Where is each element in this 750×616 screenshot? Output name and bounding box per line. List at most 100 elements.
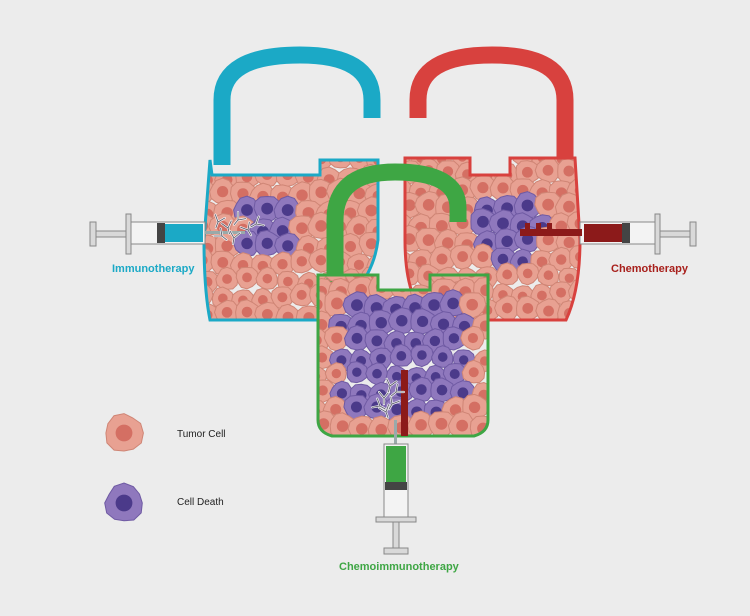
antibody-outline <box>378 391 390 405</box>
cell-nucleus <box>466 298 478 311</box>
cell-nucleus <box>477 251 489 262</box>
cell-nucleus <box>436 253 448 265</box>
cell-nucleus <box>521 199 534 212</box>
cell-nucleus <box>351 332 363 344</box>
cell-nucleus <box>373 261 378 272</box>
cell-nucleus <box>542 234 554 246</box>
chemo-key-tooth-2 <box>536 223 541 230</box>
syringe-needle <box>205 231 245 234</box>
chemotherapy-syringe <box>520 213 697 255</box>
cell-nucleus <box>351 299 363 312</box>
cell-nucleus <box>315 220 327 232</box>
cell-nucleus <box>376 353 386 364</box>
cell-nucleus <box>336 388 348 399</box>
cell-nucleus <box>575 158 580 163</box>
tumor-cell <box>328 160 353 169</box>
cell-nucleus <box>396 351 407 361</box>
chemoimmunotherapy-label: Chemoimmunotherapy <box>339 561 459 573</box>
syringe-stopper <box>157 223 165 243</box>
cell-nucleus <box>522 268 533 279</box>
syringe-plunger-cap <box>689 221 697 247</box>
cell-nucleus <box>396 314 408 327</box>
legend-cell-death-label: Cell Death <box>177 497 224 508</box>
cell-nucleus <box>296 222 308 234</box>
cell-nucleus <box>331 297 343 310</box>
cell-nucleus <box>542 164 554 176</box>
cell-nucleus <box>543 270 554 281</box>
cell-nucleus <box>435 417 448 430</box>
cell-nucleus <box>479 320 488 332</box>
cell-nucleus <box>115 424 133 442</box>
cell-nucleus <box>318 385 328 396</box>
cell-nucleus <box>457 387 469 399</box>
combo-drug-column <box>401 370 408 436</box>
cell-nucleus <box>563 165 575 177</box>
blue-shackle <box>213 46 381 165</box>
cell-nucleus <box>356 423 368 435</box>
cell-nucleus <box>429 335 441 347</box>
antibody-outline <box>240 221 252 236</box>
chemoimmunotherapy-syringe <box>375 370 417 555</box>
syringe-plunger-cap <box>89 221 97 247</box>
cell-nucleus <box>241 171 253 183</box>
cell-nucleus <box>521 166 533 178</box>
cell-nucleus <box>437 352 448 362</box>
chemotherapy-label: Chemotherapy <box>611 263 689 275</box>
cell-nucleus <box>422 234 435 246</box>
cell-nucleus <box>353 187 366 200</box>
cell-nucleus <box>353 259 365 270</box>
cell-nucleus <box>216 220 229 233</box>
legend-cell-death-icon <box>104 482 143 522</box>
cell-nucleus <box>296 256 307 267</box>
cell-nucleus <box>331 368 342 379</box>
antibody-outline <box>386 378 397 393</box>
cell-nucleus <box>501 235 513 247</box>
cell-nucleus <box>375 316 387 329</box>
cell-nucleus <box>336 420 349 432</box>
cell-nucleus <box>478 158 488 159</box>
cell-nucleus <box>417 350 427 360</box>
antibody-outline <box>388 395 400 410</box>
cell-nucleus <box>447 297 459 310</box>
antibody-outline <box>214 214 226 229</box>
red-tumor-mass <box>405 158 580 320</box>
cell-nucleus <box>241 204 253 216</box>
cell-nucleus <box>442 237 454 249</box>
cell-nucleus <box>217 186 229 198</box>
cell-nucleus <box>281 204 294 216</box>
cell-nucleus <box>330 403 342 415</box>
cell-nucleus <box>536 256 548 268</box>
cell-nucleus <box>556 254 567 265</box>
cell-nucleus <box>415 419 427 431</box>
cell-nucleus <box>543 305 554 317</box>
cell-nucleus <box>422 199 435 211</box>
antibody-outline <box>229 230 241 245</box>
tumor-cell <box>290 160 314 173</box>
syringe-flange <box>654 213 661 255</box>
cell-nucleus <box>261 202 274 215</box>
cell-nucleus <box>204 254 208 266</box>
cell-nucleus <box>563 236 575 249</box>
cell-nucleus <box>416 384 427 395</box>
cell-nucleus <box>277 160 288 168</box>
chemotherapy-lock <box>403 46 582 322</box>
cell-nucleus <box>564 273 575 283</box>
cell-nucleus <box>448 333 460 344</box>
cell-nucleus <box>204 160 207 164</box>
cell-nucleus <box>115 494 133 512</box>
cell-nucleus <box>222 274 232 284</box>
cell-nucleus <box>521 233 534 245</box>
cell-nucleus <box>497 217 509 230</box>
cell-nucleus <box>542 198 555 211</box>
legend-tumor-cell-icon <box>105 413 144 452</box>
cell-nucleus <box>480 284 488 297</box>
cell-nucleus <box>350 401 362 413</box>
cell-nucleus <box>297 160 308 168</box>
syringe-plunger-rod <box>392 521 400 549</box>
red-lock-outline <box>403 156 582 322</box>
cell-nucleus <box>468 367 479 378</box>
cell-nucleus <box>428 299 440 311</box>
chemotherapy-drug <box>584 224 622 242</box>
